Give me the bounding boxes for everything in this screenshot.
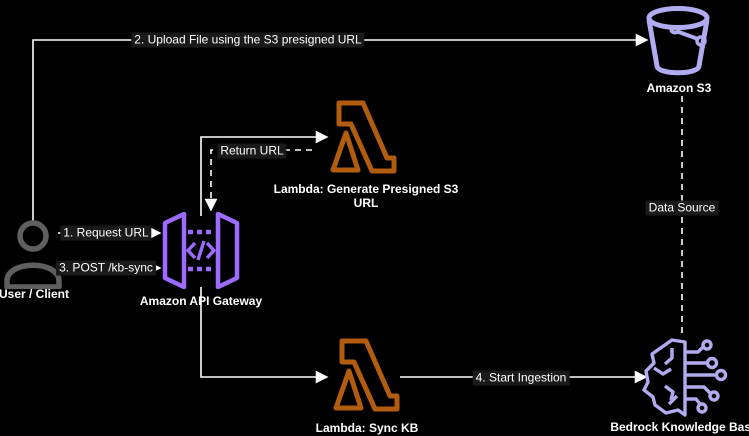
s3-label: Amazon S3 xyxy=(646,81,712,95)
edge-label-start-ingestion: 4. Start Ingestion xyxy=(472,370,570,386)
edge-gateway-to-lambda-presign xyxy=(200,130,329,216)
lambda-sync-label: Lambda: Sync KB xyxy=(315,421,419,435)
circuit-traces xyxy=(685,339,728,414)
code-glyph xyxy=(186,240,216,261)
api-gateway-icon xyxy=(162,212,240,289)
edge-label-return-url: Return URL xyxy=(217,143,287,159)
edge-label-request-url: 1. Request URL xyxy=(60,225,152,241)
bedrock-knowledge-base-icon xyxy=(642,338,728,417)
s3-bucket-icon xyxy=(646,6,710,76)
lambda-presign-label: Lambda: Generate Presigned S3 URL xyxy=(273,182,459,210)
edge-label-data-source: Data Source xyxy=(645,200,719,216)
api-gateway-label: Amazon API Gateway xyxy=(139,294,263,308)
bedrock-label: Bedrock Knowledge Base xyxy=(610,420,749,434)
user-client-label: User / Client xyxy=(0,287,70,301)
edge-upload-file xyxy=(32,33,649,222)
lambda-sync-icon xyxy=(333,338,400,412)
edge-label-post-kb-sync: 3. POST /kb-sync xyxy=(56,260,156,276)
edge-gateway-to-lambda-sync xyxy=(200,287,329,384)
lambda-presign-icon xyxy=(330,100,397,174)
edge-label-upload-file: 2. Upload File using the S3 presigned UR… xyxy=(131,32,365,48)
bucket-handle xyxy=(669,25,707,47)
user-client-icon xyxy=(4,220,62,289)
